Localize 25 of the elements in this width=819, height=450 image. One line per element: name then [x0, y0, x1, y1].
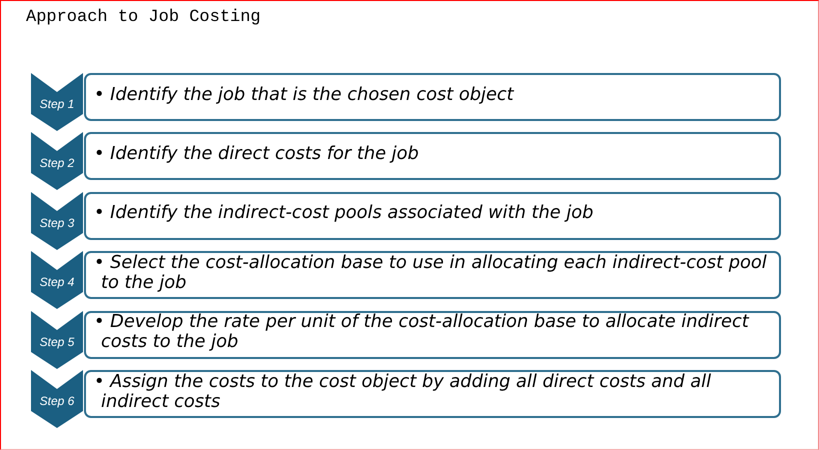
step-marker [31, 132, 83, 190]
step-text: • Develop the rate per unit of the cost-allocation base to allocate indirect costs to the job [94, 312, 750, 352]
step-card [84, 192, 781, 240]
step-text: • Identify the job that is the chosen cost object [94, 84, 514, 104]
step-marker [31, 310, 83, 369]
step-card [84, 310, 781, 359]
step-marker [31, 192, 83, 250]
step-text: • Select the cost-allocation base to use in allocating each indirect-cost pool to the job [94, 252, 768, 293]
step-card [84, 370, 781, 418]
title: Approach to Job Costing [26, 8, 261, 28]
step-card [84, 132, 781, 180]
step-label: Step 5 [38, 334, 76, 349]
step-card [84, 73, 781, 121]
step-card [84, 251, 781, 300]
step-marker [31, 251, 83, 310]
step-label: Step 4 [38, 275, 76, 290]
step-label: Step 1 [38, 97, 76, 111]
step-label: Step 3 [38, 216, 76, 230]
step-marker [31, 73, 83, 131]
step-text: • Assign the costs to the cost object by adding all direct costs and all indirect costs [94, 372, 712, 412]
step-text: • Identify the indirect-cost pools associated with the job [94, 203, 594, 224]
step-marker [31, 370, 83, 428]
step-text: • Identify the direct costs for the job [94, 144, 419, 164]
step-label: Step 2 [38, 156, 76, 170]
step-label: Step 6 [38, 394, 76, 408]
